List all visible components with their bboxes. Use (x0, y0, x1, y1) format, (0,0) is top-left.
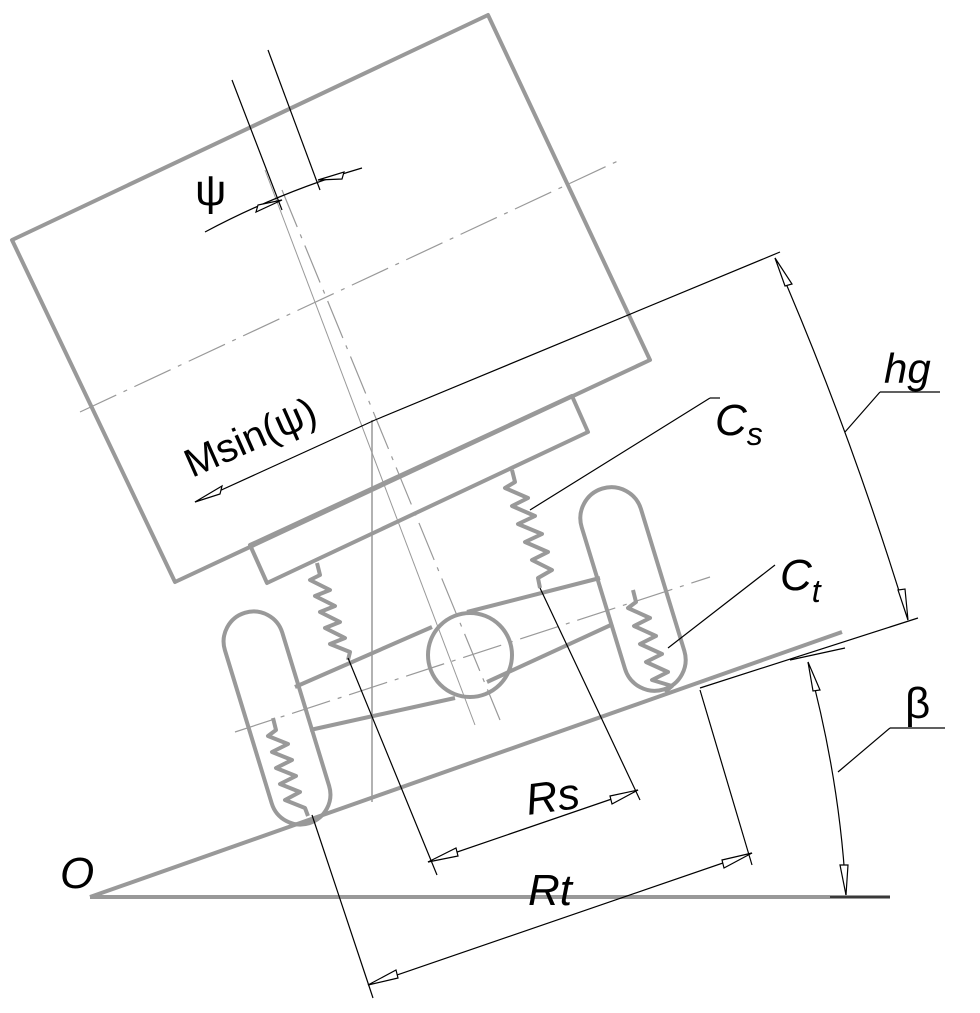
arm-upper-left (294, 625, 433, 689)
rt-extension-right (699, 689, 753, 866)
moment-arrow-line (194, 419, 376, 503)
axle-centerline (234, 576, 711, 733)
ct-label: Ct (780, 551, 822, 609)
beta-arrow-bottom (839, 864, 849, 896)
rt-arrow-left (367, 969, 399, 986)
ct-symbol: C (780, 551, 813, 600)
rt-dimension-line (367, 852, 753, 986)
ct-subscript: t (812, 573, 822, 609)
beta-leader (837, 727, 891, 773)
moment-label: Msin(ψ) (178, 389, 323, 486)
slope-line (89, 630, 843, 899)
rs-dimension-line (427, 789, 639, 863)
ct-leader-line (667, 564, 776, 649)
cs-symbol: C (715, 396, 748, 445)
hg-arrow-bottom (897, 588, 909, 621)
psi-label: ψ (195, 166, 226, 215)
body-platform (248, 394, 590, 585)
arm-lower-right (486, 622, 614, 684)
beta-label: β (905, 679, 930, 728)
rs-label: Rs (523, 769, 583, 825)
psi-arrow (255, 199, 283, 214)
beta-extension (789, 647, 846, 661)
hg-extension-top (374, 251, 781, 421)
psi-reference-line (231, 79, 283, 211)
tire-spring-right (626, 589, 674, 694)
body-centerline-horizontal (79, 159, 621, 413)
tire-spring-left (266, 717, 310, 817)
tilt-reference-line (264, 169, 476, 726)
hg-label: hg (884, 345, 931, 392)
vehicle-body (10, 13, 652, 584)
arm-upper-right (466, 576, 601, 614)
rs-extension-left (347, 657, 438, 876)
rt-label: Rt (528, 866, 574, 915)
right-wheel (578, 485, 688, 693)
arm-lower-left (309, 696, 456, 732)
rt-extension-left (311, 814, 374, 999)
beta-arrow-top (807, 661, 821, 692)
rs-arrow-left (427, 847, 459, 863)
body-centerline-vertical (281, 189, 501, 721)
left-wheel (221, 609, 333, 827)
cs-subscript: s (747, 416, 763, 452)
psi-tilted-line (267, 49, 321, 191)
hg-dimension-arc (774, 257, 909, 621)
moment-arrowhead (194, 484, 223, 503)
suspension-spring-left (308, 562, 352, 661)
cs-label: Cs (715, 396, 763, 452)
origin-label: O (60, 849, 94, 898)
hg-leader (844, 391, 881, 433)
suspension-spring-center (503, 469, 554, 589)
hg-arrow-top (774, 257, 793, 287)
beta-arc (807, 661, 847, 896)
rs-extension-right (539, 587, 641, 801)
cs-leader-line (529, 397, 711, 511)
psi-arrow (317, 171, 345, 181)
hg-extension-bottom (699, 617, 919, 689)
rs-arrow-right (609, 789, 639, 805)
rt-arrow-right (721, 852, 753, 869)
